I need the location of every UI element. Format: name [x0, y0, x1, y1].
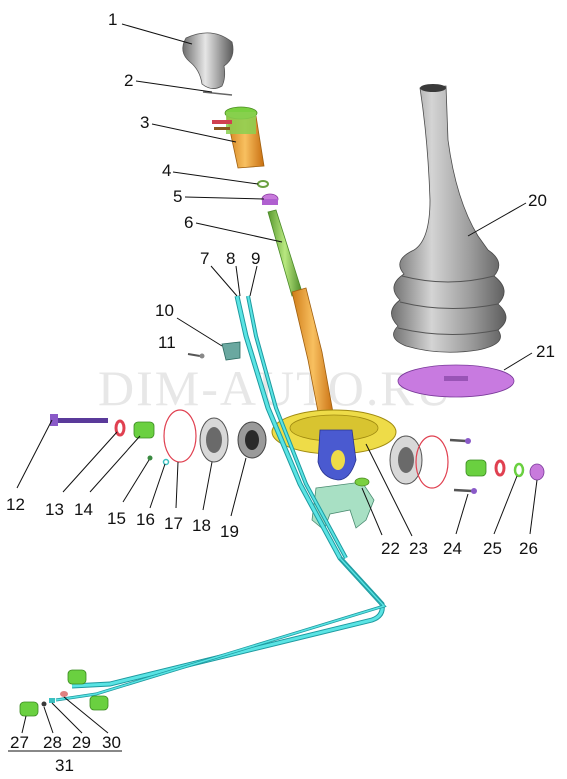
- part-26-nut: [529, 463, 545, 481]
- callout-19: 19: [220, 522, 239, 541]
- leader-lines: [8, 23, 538, 752]
- callout-5: 5: [173, 187, 182, 206]
- part-5-nut: [261, 193, 279, 205]
- callout-6: 6: [184, 213, 193, 232]
- callout-13: 13: [45, 500, 64, 519]
- part-2-pin: [202, 91, 233, 96]
- part-12-bolt: [50, 414, 108, 426]
- part-6-shift-lever: [267, 209, 335, 423]
- callout-22: 22: [381, 539, 400, 558]
- callout-28: 28: [43, 733, 62, 752]
- callout-18: 18: [192, 516, 211, 535]
- callout-8: 8: [226, 249, 235, 268]
- callout-16: 16: [136, 510, 155, 529]
- callout-7: 7: [200, 249, 209, 268]
- part-11-screw: [187, 353, 205, 359]
- part-3-sleeve: [212, 106, 265, 169]
- part-21-boot-plate: [397, 364, 515, 398]
- part-19-seal: [237, 421, 267, 459]
- callout-23: 23: [409, 539, 428, 558]
- callout-15: 15: [107, 509, 126, 528]
- callout-30: 30: [102, 733, 121, 752]
- callout-9: 9: [251, 249, 260, 268]
- callout-17: 17: [164, 514, 183, 533]
- part-15-pin: [147, 455, 153, 461]
- part-4-ring: [257, 180, 269, 188]
- part-17-gasket: [163, 409, 197, 463]
- callout-24: 24: [443, 539, 462, 558]
- callout-27: 27: [10, 733, 29, 752]
- callout-20: 20: [528, 191, 547, 210]
- part-gasket-right: [415, 435, 449, 489]
- callout-11: 11: [158, 333, 176, 352]
- part-30-sleeve: [60, 691, 68, 697]
- part-28-pin: [41, 701, 47, 707]
- part-18-cover: [199, 417, 229, 463]
- callout-21: 21: [536, 342, 555, 361]
- part-cover-right: [389, 435, 423, 485]
- callout-31: 31: [55, 756, 74, 775]
- part-16-clip: [162, 458, 170, 466]
- part-22-bushing: [354, 477, 370, 487]
- part-1-shift-knob: [182, 32, 234, 89]
- callout-25: 25: [483, 539, 502, 558]
- part-23-lever-housing: [271, 409, 397, 481]
- callout-1: 1: [108, 10, 117, 29]
- callout-26: 26: [519, 539, 538, 558]
- callout-10: 10: [155, 301, 174, 320]
- part-washer-right: [494, 459, 506, 477]
- part-bushing-right: [465, 459, 487, 477]
- part-29-clip: [49, 698, 55, 703]
- part-14-bushing: [133, 421, 155, 439]
- part-24-bolt: [449, 438, 477, 494]
- part-10-bracket: [221, 341, 241, 361]
- part-20-rubber-boot: [391, 84, 507, 353]
- part-13-washer: [114, 419, 126, 437]
- callout-4: 4: [162, 161, 171, 180]
- gear-cables: [55, 295, 387, 702]
- callout-labels: 1 2 3 4 5 6 7 8 9 10 11 12 13 14 15 16 1…: [6, 10, 555, 775]
- callout-3: 3: [140, 113, 149, 132]
- callout-2: 2: [124, 71, 133, 90]
- callout-12: 12: [6, 495, 25, 514]
- callout-14: 14: [74, 500, 93, 519]
- part-25-spring-washer: [513, 462, 525, 478]
- callout-29: 29: [72, 733, 91, 752]
- part-27-cable-end: [19, 669, 109, 717]
- selector-fork: [311, 481, 375, 531]
